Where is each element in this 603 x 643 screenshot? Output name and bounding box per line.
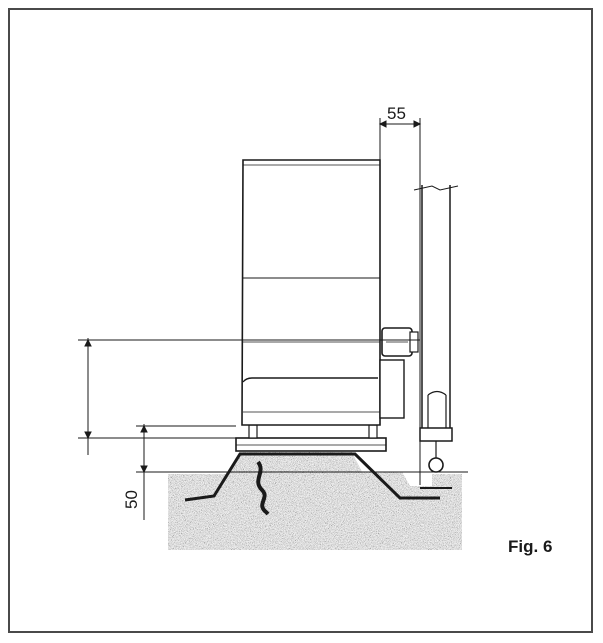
dimension-lines [78, 118, 468, 520]
figure-frame [8, 8, 593, 633]
concrete-ground [168, 452, 462, 550]
motor-housing [241, 159, 381, 426]
anchor-bolt [256, 460, 270, 516]
motor-foot-right [368, 424, 378, 439]
figure-caption: Fig. 6 [508, 537, 553, 556]
motor-foot-left [248, 424, 258, 439]
gate-rail [413, 185, 459, 489]
dimension-label-50: 50 [122, 490, 141, 509]
base-plate [235, 437, 387, 452]
dimension-label-55: 55 [387, 104, 406, 123]
pinion-unit [379, 327, 419, 419]
